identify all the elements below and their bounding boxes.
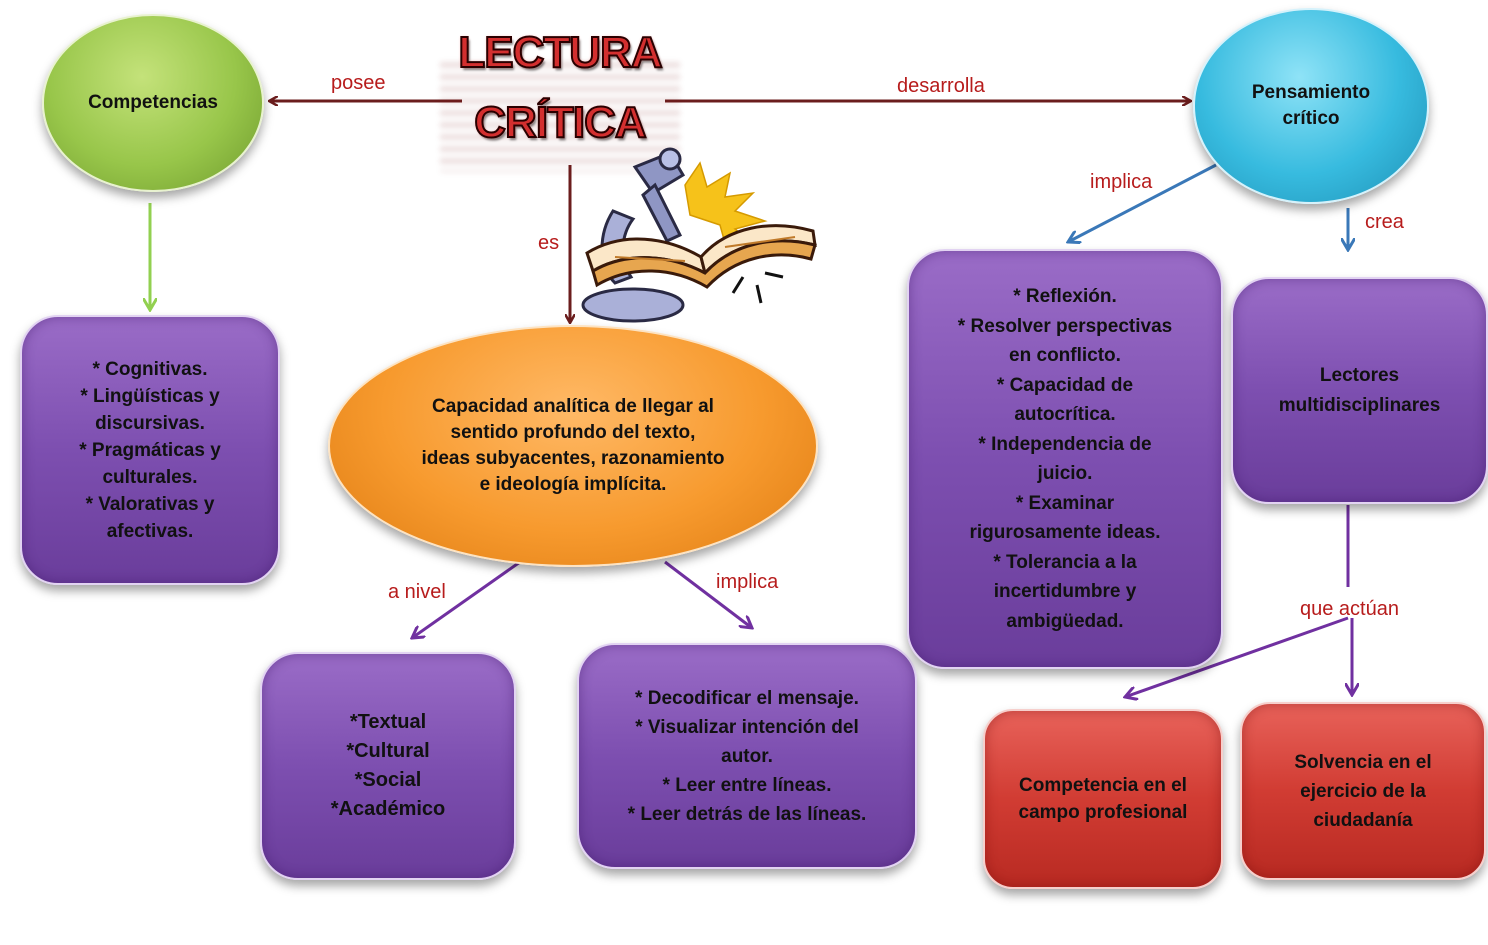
node-lectores-multidisciplinares: Lectores multidisciplinares bbox=[1231, 277, 1488, 504]
title-line-2: CRÍTICA bbox=[473, 97, 647, 148]
label-a-nivel: a nivel bbox=[388, 581, 446, 603]
page-title: LECTURA CRÍTICA bbox=[440, 18, 680, 158]
node-implica-lectura-text: * Decodificar el mensaje. * Visualizar i… bbox=[627, 687, 867, 825]
node-capacidad-analitica-text: Capacidad analítica de llegar al sentido… bbox=[421, 396, 725, 495]
label-implica-pensamiento: implica bbox=[1090, 171, 1153, 193]
node-implica-pensamiento: * Reflexión. * Resolver perspectivas en … bbox=[907, 249, 1223, 669]
node-competencias: Competencias bbox=[42, 14, 264, 192]
edge-implica-lectura bbox=[664, 560, 752, 628]
node-solvencia-ciudadania: Solvencia en el ejercicio de la ciudadan… bbox=[1240, 702, 1486, 880]
edge-a-nivel bbox=[412, 560, 521, 638]
node-pensamiento-critico: Pensamiento crítico bbox=[1193, 8, 1429, 204]
node-niveles-text: *Textual *Cultural *Social *Académico bbox=[330, 711, 446, 820]
node-implica-pensamiento-text: * Reflexión. * Resolver perspectivas en … bbox=[957, 286, 1173, 632]
node-lectores-multidisciplinares-text: Lectores multidisciplinares bbox=[1278, 364, 1441, 416]
label-que-actuan: que actúan bbox=[1300, 598, 1399, 620]
node-solvencia-ciudadania-text: Solvencia en el ejercicio de la ciudadan… bbox=[1294, 751, 1432, 831]
node-tipos-competencias: * Cognitivas. * Lingüísticas y discursiv… bbox=[20, 315, 280, 585]
label-posee: posee bbox=[331, 72, 386, 94]
node-competencia-profesional-text: Competencia en el campo profesional bbox=[1018, 775, 1188, 823]
node-implica-lectura: * Decodificar el mensaje. * Visualizar i… bbox=[577, 643, 917, 869]
book-and-microscope-icon bbox=[581, 147, 817, 323]
title-line-1: LECTURA bbox=[457, 27, 663, 78]
label-implica-lectura: implica bbox=[716, 571, 779, 593]
node-tipos-competencias-text: * Cognitivas. * Lingüísticas y discursiv… bbox=[79, 358, 221, 542]
edge-implica-pensamiento bbox=[1068, 163, 1217, 242]
node-capacidad-analitica: Capacidad analítica de llegar al sentido… bbox=[328, 325, 818, 567]
node-competencias-text: Competencias bbox=[88, 92, 218, 113]
node-niveles: *Textual *Cultural *Social *Académico bbox=[260, 652, 516, 880]
label-es: es bbox=[538, 232, 560, 254]
label-crea: crea bbox=[1365, 211, 1404, 233]
node-pensamiento-critico-text: Pensamiento crítico bbox=[1251, 82, 1371, 129]
edge-que-actuan-left bbox=[1125, 616, 1349, 697]
label-desarrolla: desarrolla bbox=[897, 75, 985, 97]
node-competencia-profesional: Competencia en el campo profesional bbox=[983, 709, 1223, 889]
